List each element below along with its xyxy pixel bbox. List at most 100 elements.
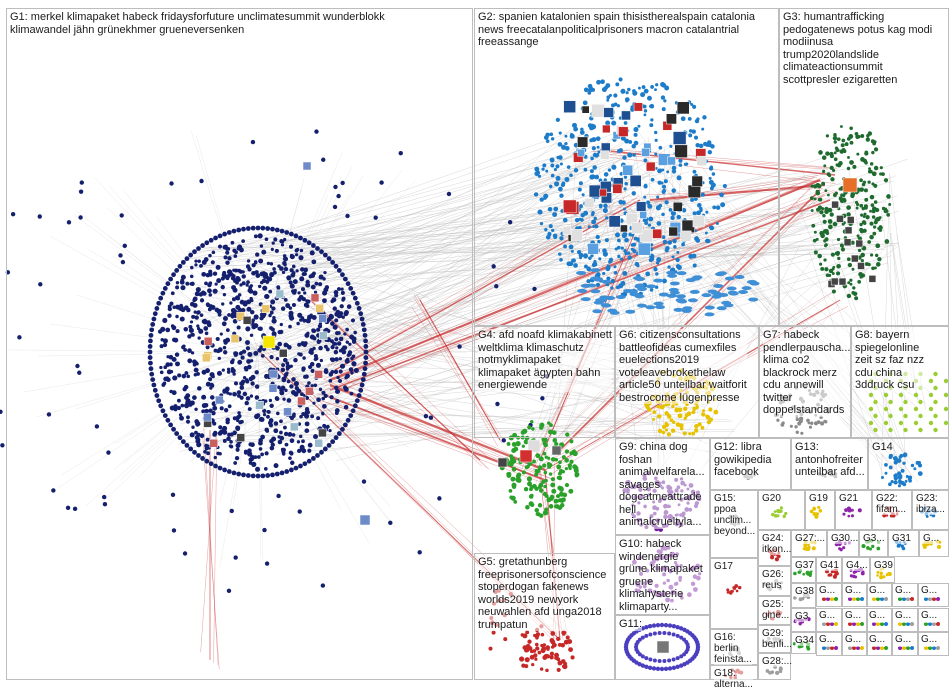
node-g1 <box>326 347 330 351</box>
node-g1 <box>194 260 197 263</box>
node-g2 <box>549 185 552 188</box>
node-g4 <box>529 494 534 499</box>
node-g1 <box>347 304 352 309</box>
node-g3 <box>855 135 859 139</box>
node-g8 <box>944 393 948 397</box>
node-g2 <box>679 163 683 167</box>
node-g2 <box>613 265 616 268</box>
node-g9 <box>666 485 671 490</box>
node-g5 <box>539 624 543 628</box>
node-g1 <box>165 418 170 423</box>
node-g2 <box>650 85 654 89</box>
node-g9 <box>655 518 660 523</box>
node-g1 <box>176 281 179 284</box>
node-g4 <box>565 432 569 436</box>
node-g1 <box>264 294 269 299</box>
node-small <box>889 510 892 513</box>
node-small <box>779 666 782 669</box>
node-g2 <box>725 276 735 280</box>
node-avatar <box>653 229 662 238</box>
node-g1 <box>264 428 268 432</box>
node-g1 <box>153 311 158 316</box>
node-g1 <box>163 286 168 291</box>
node-g9 <box>643 505 647 509</box>
node-g1 <box>295 248 299 252</box>
node-small <box>793 572 797 576</box>
node-g2 <box>637 125 640 128</box>
node-g1 <box>237 360 242 365</box>
node-g4 <box>513 447 518 452</box>
node-g1 <box>299 276 304 281</box>
node-g1 <box>349 334 354 339</box>
node-g2 <box>705 211 708 214</box>
node-g7 <box>804 386 807 389</box>
node-g7 <box>797 421 801 425</box>
node-g2 <box>644 89 649 94</box>
node-g1 <box>289 451 293 455</box>
node-small <box>847 515 850 518</box>
node-g1 <box>257 455 261 459</box>
node-g2 <box>711 291 721 295</box>
node-avatar <box>582 106 589 113</box>
node-g2 <box>563 218 568 223</box>
node-g7 <box>790 425 793 428</box>
node-g1 <box>334 337 338 341</box>
node-g2 <box>661 95 665 99</box>
node-small <box>737 651 741 655</box>
node-g9 <box>625 497 628 500</box>
node-g4 <box>513 500 517 504</box>
node-g9 <box>662 524 666 528</box>
node-g2 <box>564 142 567 145</box>
node-avatar <box>315 439 323 447</box>
node-g1 <box>233 555 237 559</box>
node-g14 <box>894 480 898 484</box>
node-g1 <box>163 382 167 386</box>
node-g1 <box>287 380 291 384</box>
node-g1 <box>234 268 238 272</box>
node-g6 <box>655 380 659 384</box>
node-g2 <box>681 116 686 121</box>
node-g1 <box>360 317 365 322</box>
node-avatar <box>675 145 688 158</box>
node-g10 <box>635 582 640 587</box>
node-g1 <box>247 259 250 262</box>
node-g1 <box>260 226 265 231</box>
node-g1 <box>233 461 237 465</box>
node-g1 <box>233 254 237 258</box>
node-g2 <box>558 252 561 255</box>
node-g5 <box>503 613 507 617</box>
node-g5 <box>491 620 495 624</box>
node-g2 <box>569 245 574 250</box>
node-g2 <box>593 260 596 263</box>
node-g1 <box>281 243 284 246</box>
node-g2 <box>672 255 675 258</box>
node-g10 <box>653 590 657 594</box>
node-g1 <box>168 305 172 309</box>
node-g1 <box>229 440 233 444</box>
node-g2 <box>653 279 663 283</box>
node-g8 <box>929 421 933 425</box>
node-g3 <box>836 264 841 269</box>
node-g1 <box>341 298 345 302</box>
node-g1 <box>334 435 339 440</box>
node-g7 <box>814 414 817 417</box>
node-g6 <box>671 405 674 408</box>
node-g3 <box>868 263 871 266</box>
node-g9 <box>670 490 673 493</box>
node-g1 <box>182 387 186 391</box>
node-g1 <box>307 381 311 385</box>
node-g1 <box>106 450 110 454</box>
node-g3 <box>817 184 821 188</box>
node-g1 <box>294 234 299 239</box>
node-g2 <box>573 263 578 268</box>
node-g1 <box>258 285 261 288</box>
node-g3 <box>827 194 830 197</box>
node-g3 <box>864 188 868 192</box>
node-g2 <box>614 271 618 275</box>
node-g1 <box>218 452 222 456</box>
node-g3 <box>859 178 863 182</box>
node-g11 <box>660 623 664 627</box>
node-g1 <box>379 180 383 184</box>
node-g1 <box>321 412 324 415</box>
node-g2 <box>670 216 674 220</box>
